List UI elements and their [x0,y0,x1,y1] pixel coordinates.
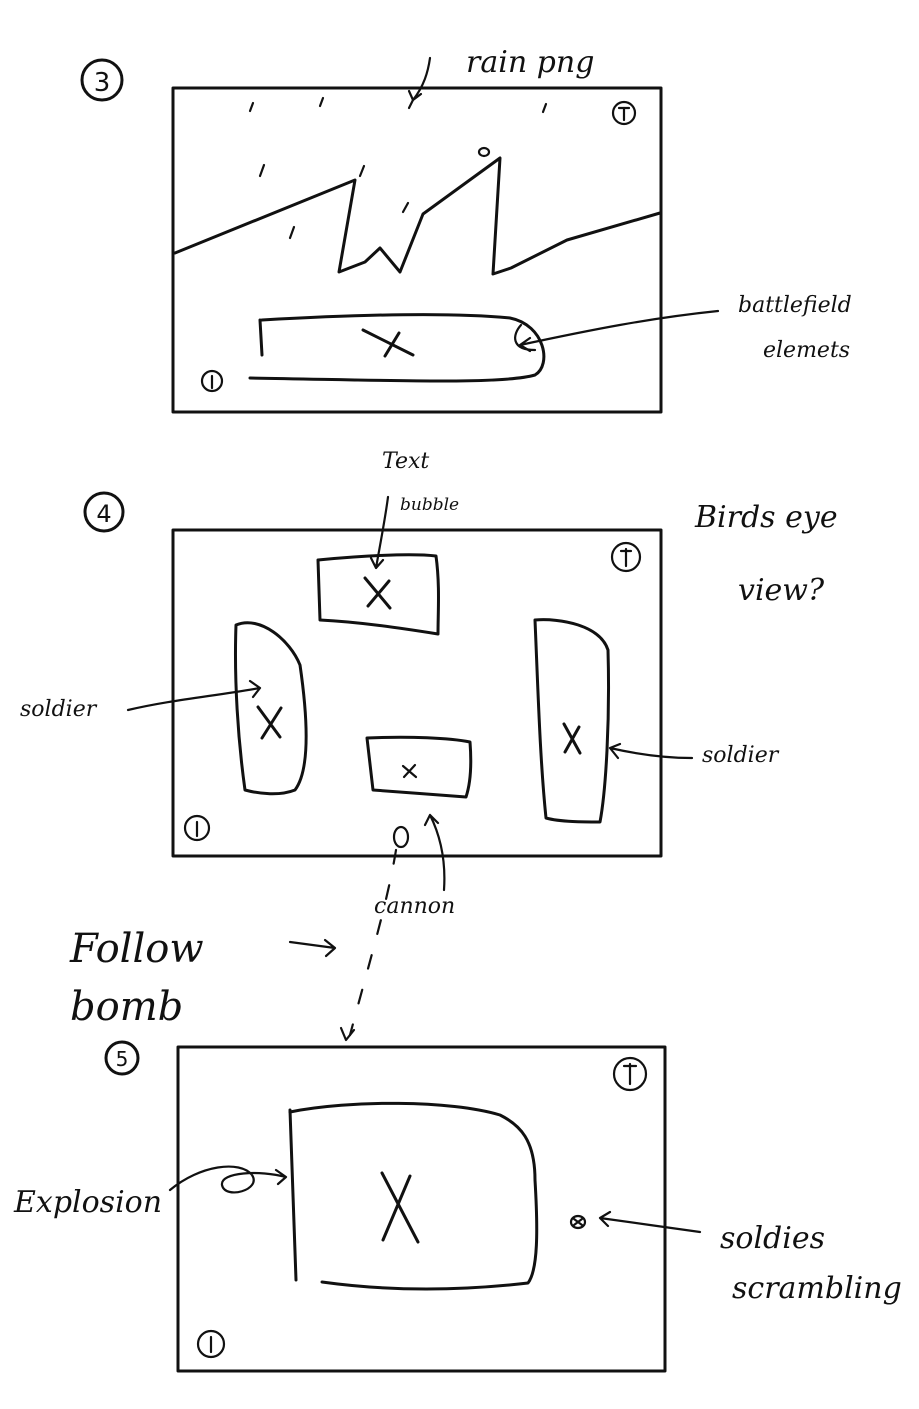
text-bubble-arrow [369,495,390,570]
corner-arrow-icon-bottom [196,1329,226,1359]
battlefield-annotation-arrow [518,309,720,353]
scrambling-label-line1: soldies [720,1221,825,1256]
cannon-arrow [423,813,446,892]
explosion-label: Explosion [13,1185,162,1220]
scrambling-label-line2: scrambling [732,1271,902,1306]
corner-arrow-icon-bottom [200,369,224,393]
panel-number: 3 [94,68,111,98]
panel-number: 4 [96,500,111,528]
corner-arrow-icon [610,541,642,573]
panel-5-number-badge: 5 [104,1040,140,1076]
panel-number: 5 [116,1047,129,1071]
follow-bomb-transition: Follow bomb [69,825,410,1042]
scrambling-arrow [598,1210,702,1234]
birds-eye-note-line2: view? [738,573,825,608]
explosion-arrow [168,1165,288,1194]
panel-3-frame [171,86,663,414]
bomb-trajectory-dashed [348,848,398,1037]
left-soldier-arrow [126,679,262,712]
panel-4-frame [171,528,663,858]
cannon-label: cannon [374,894,455,919]
follow-bomb-line1: Follow [69,926,204,972]
text-bubble-box [316,553,440,636]
scrambling-soldiers-mark [569,1214,587,1230]
text-bubble-label-line2: bubble [400,495,459,515]
rain-annotation-label: rain png [466,45,594,80]
left-soldier-label: soldier [20,697,98,722]
right-soldier-label: soldier [702,743,780,768]
corner-arrow-icon [612,1056,648,1092]
right-soldier-arrow [608,742,694,760]
panel-4-number-badge: 4 [83,491,125,533]
right-soldier-box [533,618,611,824]
birds-eye-note-line1: Birds eye [694,500,838,535]
left-soldier-box [233,621,308,796]
explosion-box [288,1101,539,1291]
panel-3-number-badge: 3 [80,58,124,102]
rain-drops [248,96,548,240]
panel-3: 3 [80,45,852,414]
corner-arrow-icon-bottom [183,814,211,842]
bomb-shape [392,825,410,849]
panel-5: 5 Explosion soldies scrambling [13,1040,902,1373]
battlefield-annotation-line2: elemets [763,338,850,363]
bomb-trajectory-arrowhead [339,1026,356,1042]
panel-4: 4 Text bubble soldier [20,449,838,919]
battlefield-annotation-line1: battlefield [738,293,852,318]
follow-bomb-line2: bomb [70,984,183,1030]
jagged-horizon-line [173,156,662,276]
panel-5-frame [176,1045,667,1373]
follow-arrow [288,938,337,958]
cannon-box [365,735,473,799]
corner-arrow-icon [611,100,637,126]
rain-annotation-arrow [407,56,432,102]
battlefield-elements-box [248,313,546,383]
text-bubble-label-line1: Text [382,449,429,474]
